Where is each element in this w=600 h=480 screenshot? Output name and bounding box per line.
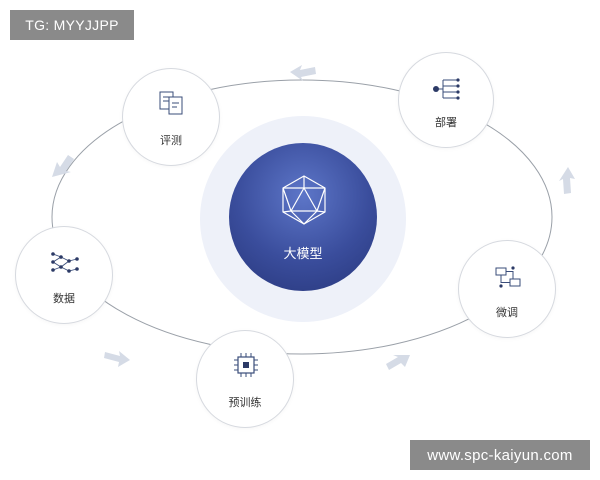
stage-node-finetune: 微调 [458, 240, 556, 338]
watermark-bottom: www.spc-kaiyun.com [410, 440, 590, 470]
chip-icon [234, 353, 258, 377]
watermark-top: TG: MYYJJPP [10, 10, 134, 40]
direction-arrow-top [290, 65, 316, 81]
document-review-icon [159, 91, 183, 115]
stage-node-data: 数据 [15, 226, 113, 324]
direction-arrow-right [559, 167, 575, 194]
deploy-tree-icon [433, 78, 460, 100]
stage-node-pretrain: 预训练 [196, 330, 294, 428]
direction-arrow-left [52, 155, 74, 177]
stage-label-finetune: 微调 [496, 306, 518, 319]
icosahedron-icon [282, 175, 326, 225]
stage-label-evaluate: 评测 [160, 134, 182, 147]
direction-arrow-bottom-left [104, 351, 130, 367]
center-label: 大模型 [283, 247, 323, 262]
stage-label-pretrain: 预训练 [228, 396, 262, 409]
stage-node-evaluate: 评测 [122, 68, 220, 166]
data-network-icon [51, 252, 79, 273]
stage-label-deploy: 部署 [435, 116, 457, 129]
stage-label-data: 数据 [53, 292, 75, 305]
stage-node-deploy: 部署 [398, 52, 494, 148]
direction-arrow-bottom-right [386, 355, 410, 370]
finetune-flow-icon [495, 266, 521, 288]
center-model: 大模型 [229, 143, 377, 291]
